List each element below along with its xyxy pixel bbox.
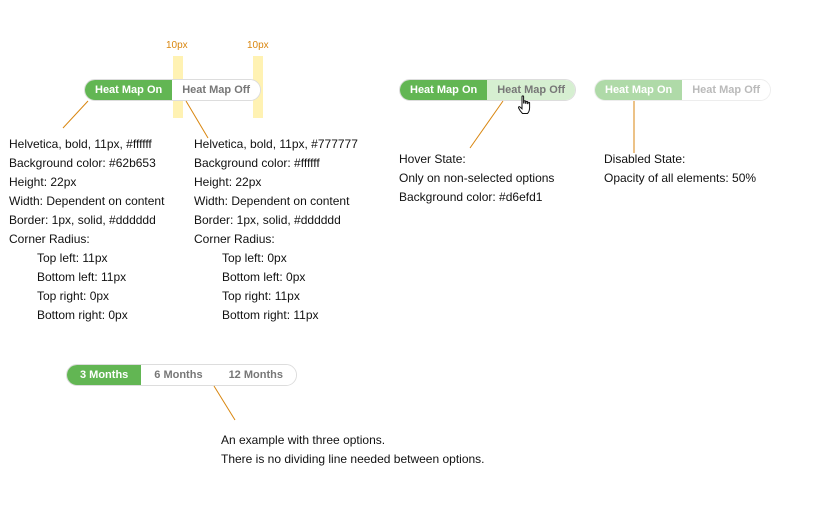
spec-radius-line: Top left: 0px — [222, 251, 287, 265]
heat-map-off-option-disabled: Heat Map Off — [682, 80, 771, 100]
leader-hover — [469, 100, 504, 149]
leader-selected — [62, 100, 89, 129]
note-line: An example with three options. — [221, 433, 386, 447]
unselected-option-spec: Helvetica, bold, 11px, #777777 Backgroun… — [194, 135, 358, 325]
leader-unselected — [185, 100, 209, 139]
spec-radius-line: Bottom right: 11px — [222, 308, 319, 322]
heat-map-off-option-hovered[interactable]: Heat Map Off — [487, 80, 576, 100]
spec-line: Height: 22px — [194, 175, 262, 189]
spec-radius-line: Bottom right: 0px — [37, 308, 128, 322]
note-line: There is no dividing line needed between… — [221, 452, 485, 466]
spec-line: Border: 1px, solid, #dddddd — [194, 213, 341, 227]
spec-line: Width: Dependent on content — [194, 194, 350, 208]
spacing-label-left: 10px — [166, 40, 188, 51]
heat-map-toggle-hover: Heat Map On Heat Map Off — [399, 79, 577, 101]
spec-line: Background color: #62b653 — [9, 156, 156, 170]
hover-state-spec: Hover State: Only on non-selected option… — [399, 150, 554, 207]
heat-map-toggle: Heat Map On Heat Map Off — [84, 79, 262, 101]
spec-line: Height: 22px — [9, 175, 77, 189]
spec-line: Helvetica, bold, 11px, #ffffff — [9, 137, 152, 151]
months-option-12[interactable]: 12 Months — [215, 365, 296, 385]
spec-radius-line: Top right: 11px — [222, 289, 300, 303]
heat-map-toggle-disabled: Heat Map On Heat Map Off — [594, 79, 772, 101]
heat-map-off-option[interactable]: Heat Map Off — [172, 80, 261, 100]
spec-line: Background color: #ffffff — [194, 156, 320, 170]
heat-map-on-option-hover-example[interactable]: Heat Map On — [400, 80, 488, 100]
spec-radius-line: Bottom left: 0px — [222, 270, 306, 284]
spec-line: Only on non-selected options — [399, 171, 555, 185]
spec-line: Width: Dependent on content — [9, 194, 165, 208]
spec-line: Corner Radius: — [9, 232, 90, 246]
spec-radius-line: Top right: 0px — [37, 289, 110, 303]
spec-radius-line: Top left: 11px — [37, 251, 108, 265]
months-toggle: 3 Months 6 Months 12 Months — [66, 364, 297, 386]
heat-map-on-option-disabled: Heat Map On — [595, 80, 683, 100]
months-option-6[interactable]: 6 Months — [141, 365, 216, 385]
spec-line: Corner Radius: — [194, 232, 275, 246]
leader-three-options — [213, 385, 236, 421]
spacing-label-right: 10px — [247, 40, 269, 51]
spec-line: Opacity of all elements: 50% — [604, 171, 757, 185]
spec-line: Background color: #d6efd1 — [399, 190, 543, 204]
selected-option-spec: Helvetica, bold, 11px, #ffffff Backgroun… — [9, 135, 164, 325]
three-option-note: An example with three options. There is … — [221, 431, 485, 469]
hand-cursor-icon — [517, 95, 531, 114]
spec-line: Helvetica, bold, 11px, #777777 — [194, 137, 358, 151]
months-option-3[interactable]: 3 Months — [67, 365, 142, 385]
heat-map-on-option[interactable]: Heat Map On — [85, 80, 173, 100]
spec-radius-line: Bottom left: 11px — [37, 270, 127, 284]
disabled-state-spec: Disabled State: Opacity of all elements:… — [604, 150, 756, 188]
spec-line: Hover State: — [399, 152, 466, 166]
spec-line: Disabled State: — [604, 152, 686, 166]
spec-line: Border: 1px, solid, #dddddd — [9, 213, 156, 227]
